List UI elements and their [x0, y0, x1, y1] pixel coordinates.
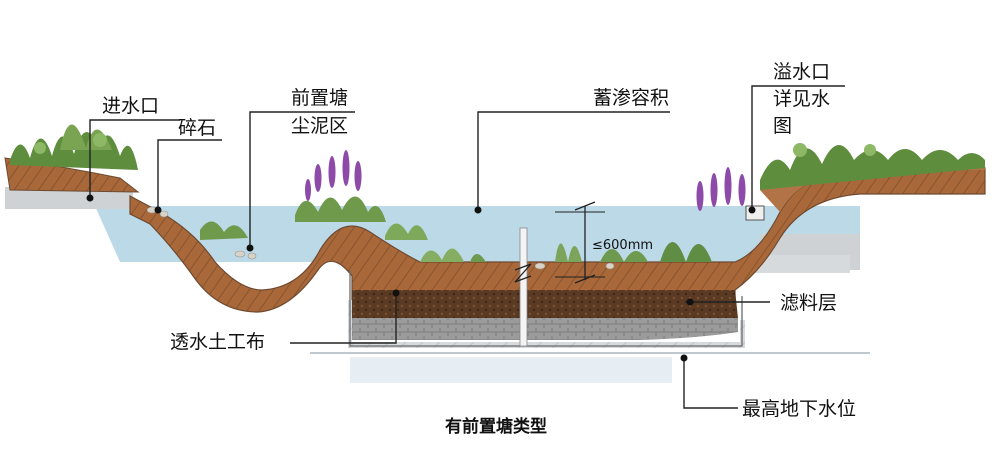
filter-layer-band	[352, 290, 738, 318]
gravel-base-band	[352, 318, 738, 340]
inlet-dot	[86, 194, 94, 202]
groundwater-slab	[350, 357, 672, 383]
groundwater-leader	[683, 358, 738, 409]
overflow-dot	[748, 206, 756, 214]
forebay-dot	[246, 244, 254, 252]
basin-plants	[420, 242, 712, 262]
storage-dot	[474, 206, 482, 214]
overflow-pipe	[519, 227, 528, 347]
pebbles	[146, 206, 615, 270]
filter-dot	[686, 298, 694, 306]
depth-tick-bottom	[574, 274, 596, 284]
forebay-label-line2: 尘泥区	[291, 115, 348, 137]
forebay-shrubs	[200, 196, 428, 240]
inlet-leader	[89, 119, 180, 198]
storage-leader	[477, 111, 670, 210]
overflow-label-line2: 详见水	[773, 88, 830, 110]
left-concrete-ledge	[5, 187, 133, 209]
gravel-dot	[154, 206, 162, 214]
depth-label: ≤600mm	[592, 238, 653, 253]
left-purple-flowers	[305, 150, 362, 201]
right-lower-ledge	[745, 255, 850, 273]
forebay-leader	[249, 111, 355, 248]
filter-layer-label: 滤料层	[780, 292, 837, 314]
overflow-inlet-box	[745, 205, 765, 221]
overflow-label-line3: 图	[773, 115, 792, 137]
forebay-label-line1: 前置塘	[291, 87, 348, 109]
groundwater-label: 最高地下水位	[742, 398, 856, 420]
gravel-leader	[157, 139, 222, 210]
left-grass	[10, 124, 138, 170]
right-purple-flowers	[696, 167, 746, 211]
overflow-leader	[751, 85, 845, 210]
geotextile-dot	[392, 289, 400, 297]
geotextile-outline	[349, 270, 743, 347]
pipe-break-mark	[514, 263, 532, 283]
right-grass	[760, 143, 985, 190]
inlet-label: 进水口	[102, 95, 159, 117]
overflow-label-line1: 溢水口	[773, 61, 830, 83]
geotextile-leader	[290, 293, 397, 344]
groundwater-dot	[680, 354, 688, 362]
diagram-caption: 有前置塘类型	[445, 416, 547, 437]
depth-tick-top	[574, 201, 596, 211]
gravel-label: 碎石	[178, 117, 216, 139]
storage-volume-label: 蓄渗容积	[593, 87, 669, 109]
geotextile-label: 透水土工布	[170, 331, 265, 353]
